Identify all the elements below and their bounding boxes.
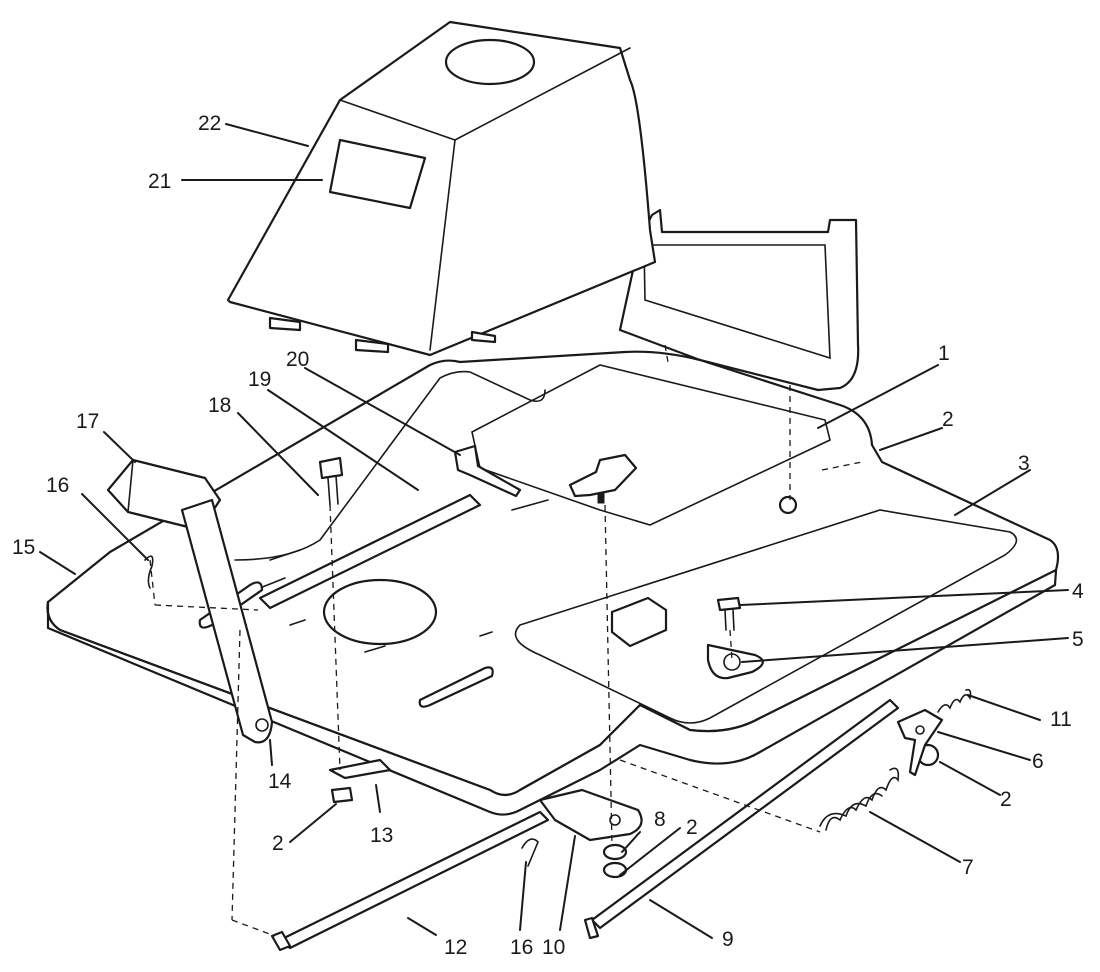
callout-labels: 1 2 3 4 5 6 7 11 2 9 8 2 10 16 12 13 2 1…	[12, 112, 1084, 959]
main-platform	[46, 350, 1060, 816]
brackets	[258, 444, 638, 610]
callout-14: 14	[268, 770, 292, 793]
callout-7: 7	[962, 856, 974, 879]
callout-17: 17	[76, 410, 99, 433]
callout-10: 10	[542, 936, 565, 959]
callout-18: 18	[208, 394, 231, 417]
seat-shroud	[226, 20, 657, 357]
callout-5: 5	[1072, 628, 1084, 651]
callout-22: 22	[198, 112, 221, 135]
callout-13: 13	[370, 824, 393, 847]
callout-21: 21	[148, 170, 171, 193]
callout-2-top: 2	[942, 408, 954, 431]
callout-1: 1	[938, 342, 950, 365]
leader-lines	[39, 123, 1069, 939]
callout-19: 19	[248, 368, 271, 391]
brake-pedal	[106, 458, 274, 744]
callout-2-left: 2	[272, 832, 284, 855]
callout-6: 6	[1032, 750, 1044, 773]
callout-9: 9	[722, 928, 734, 951]
callout-11: 11	[1050, 708, 1072, 731]
callout-15: 15	[12, 536, 35, 559]
hardware	[318, 456, 940, 879]
seat-back	[618, 208, 860, 392]
clevis-pins	[144, 555, 539, 867]
callout-2-right: 2	[1000, 788, 1012, 811]
linkage	[270, 688, 972, 952]
callout-2-center: 2	[686, 816, 698, 839]
callout-16-bottom: 16	[510, 936, 533, 959]
assembly-lines	[149, 344, 863, 937]
callout-20: 20	[286, 348, 309, 371]
callout-4: 4	[1072, 580, 1084, 603]
callout-8: 8	[654, 808, 666, 831]
callout-3: 3	[1018, 452, 1030, 475]
callout-12: 12	[444, 936, 467, 959]
callout-16-left: 16	[46, 474, 69, 497]
